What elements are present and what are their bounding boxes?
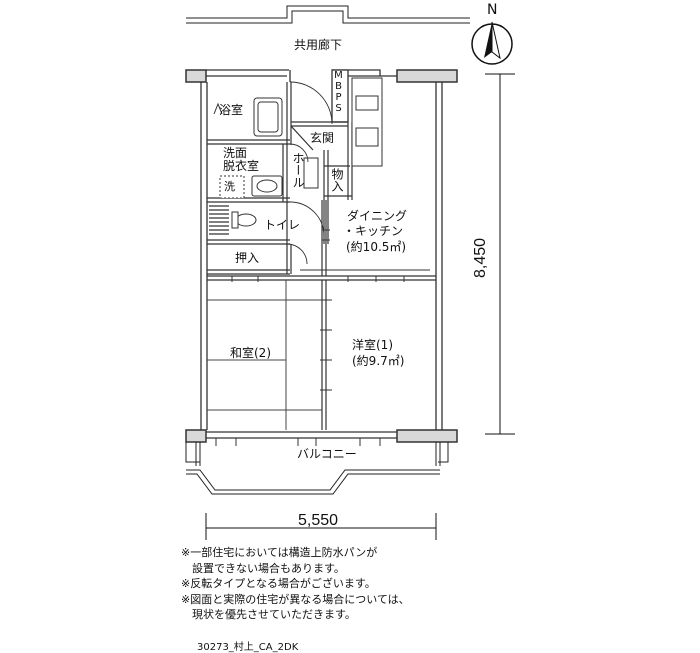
corridor-outline [186,5,470,24]
outer-walls [185,69,458,443]
oshiire-label: 押入 [235,251,260,265]
youshitsu-area-label: (約9.7㎡) [352,354,405,368]
senmen-label-2: 脱衣室 [223,159,260,173]
hall-label: ホール [291,152,305,188]
bath-label: 浴室 [219,103,244,117]
dk-area-label: (約10.5㎡) [346,240,407,254]
notes-block: ※一部住宅においては構造上防水パンが 設置できない場合もあります。 ※反転タイプ… [181,545,410,623]
width-dimension-value: 5,550 [298,512,339,529]
compass-north-label: N [487,2,498,18]
doors [286,81,333,265]
width-dimension-line [205,513,437,540]
dk-label-2: ・キッチン [343,224,404,238]
closet-small-label: 物入 [330,168,344,192]
note-line: 設置できない場合もあります。 [181,561,345,575]
plan-code: 30273_村上_CA_2DK [197,642,299,653]
fixtures [213,77,383,229]
balcony-outline [185,442,449,495]
note-line: 現状を優先させていただきます。 [181,608,356,621]
dk-label-1: ダイニング [347,209,408,223]
youshitsu-label: 洋室(1) [352,338,393,352]
compass-icon [471,21,513,65]
tatami-lines [207,280,322,430]
note-line: ※一部住宅においては構造上防水パンが [181,546,378,559]
senmen-label-1: 洗面 [223,146,248,160]
depth-dimension-value: 8,450 [472,237,489,278]
washitsu-label: 和室(2) [230,346,271,360]
genkan-label: 玄関 [310,131,335,145]
depth-dimension-line [485,73,515,435]
washer-label: 洗 [224,180,235,193]
toilet-label: トイレ [264,218,301,232]
mbps-label: MBPS [333,70,344,114]
balcony-label: バルコニー [297,447,357,461]
note-line: ※図面と実際の住宅が異なる場合については、 [181,592,410,606]
sliding-doors [215,210,430,446]
note-line: ※反転タイプとなる場合がございます。 [181,577,376,590]
corridor-label: 共用廊下 [294,38,343,52]
